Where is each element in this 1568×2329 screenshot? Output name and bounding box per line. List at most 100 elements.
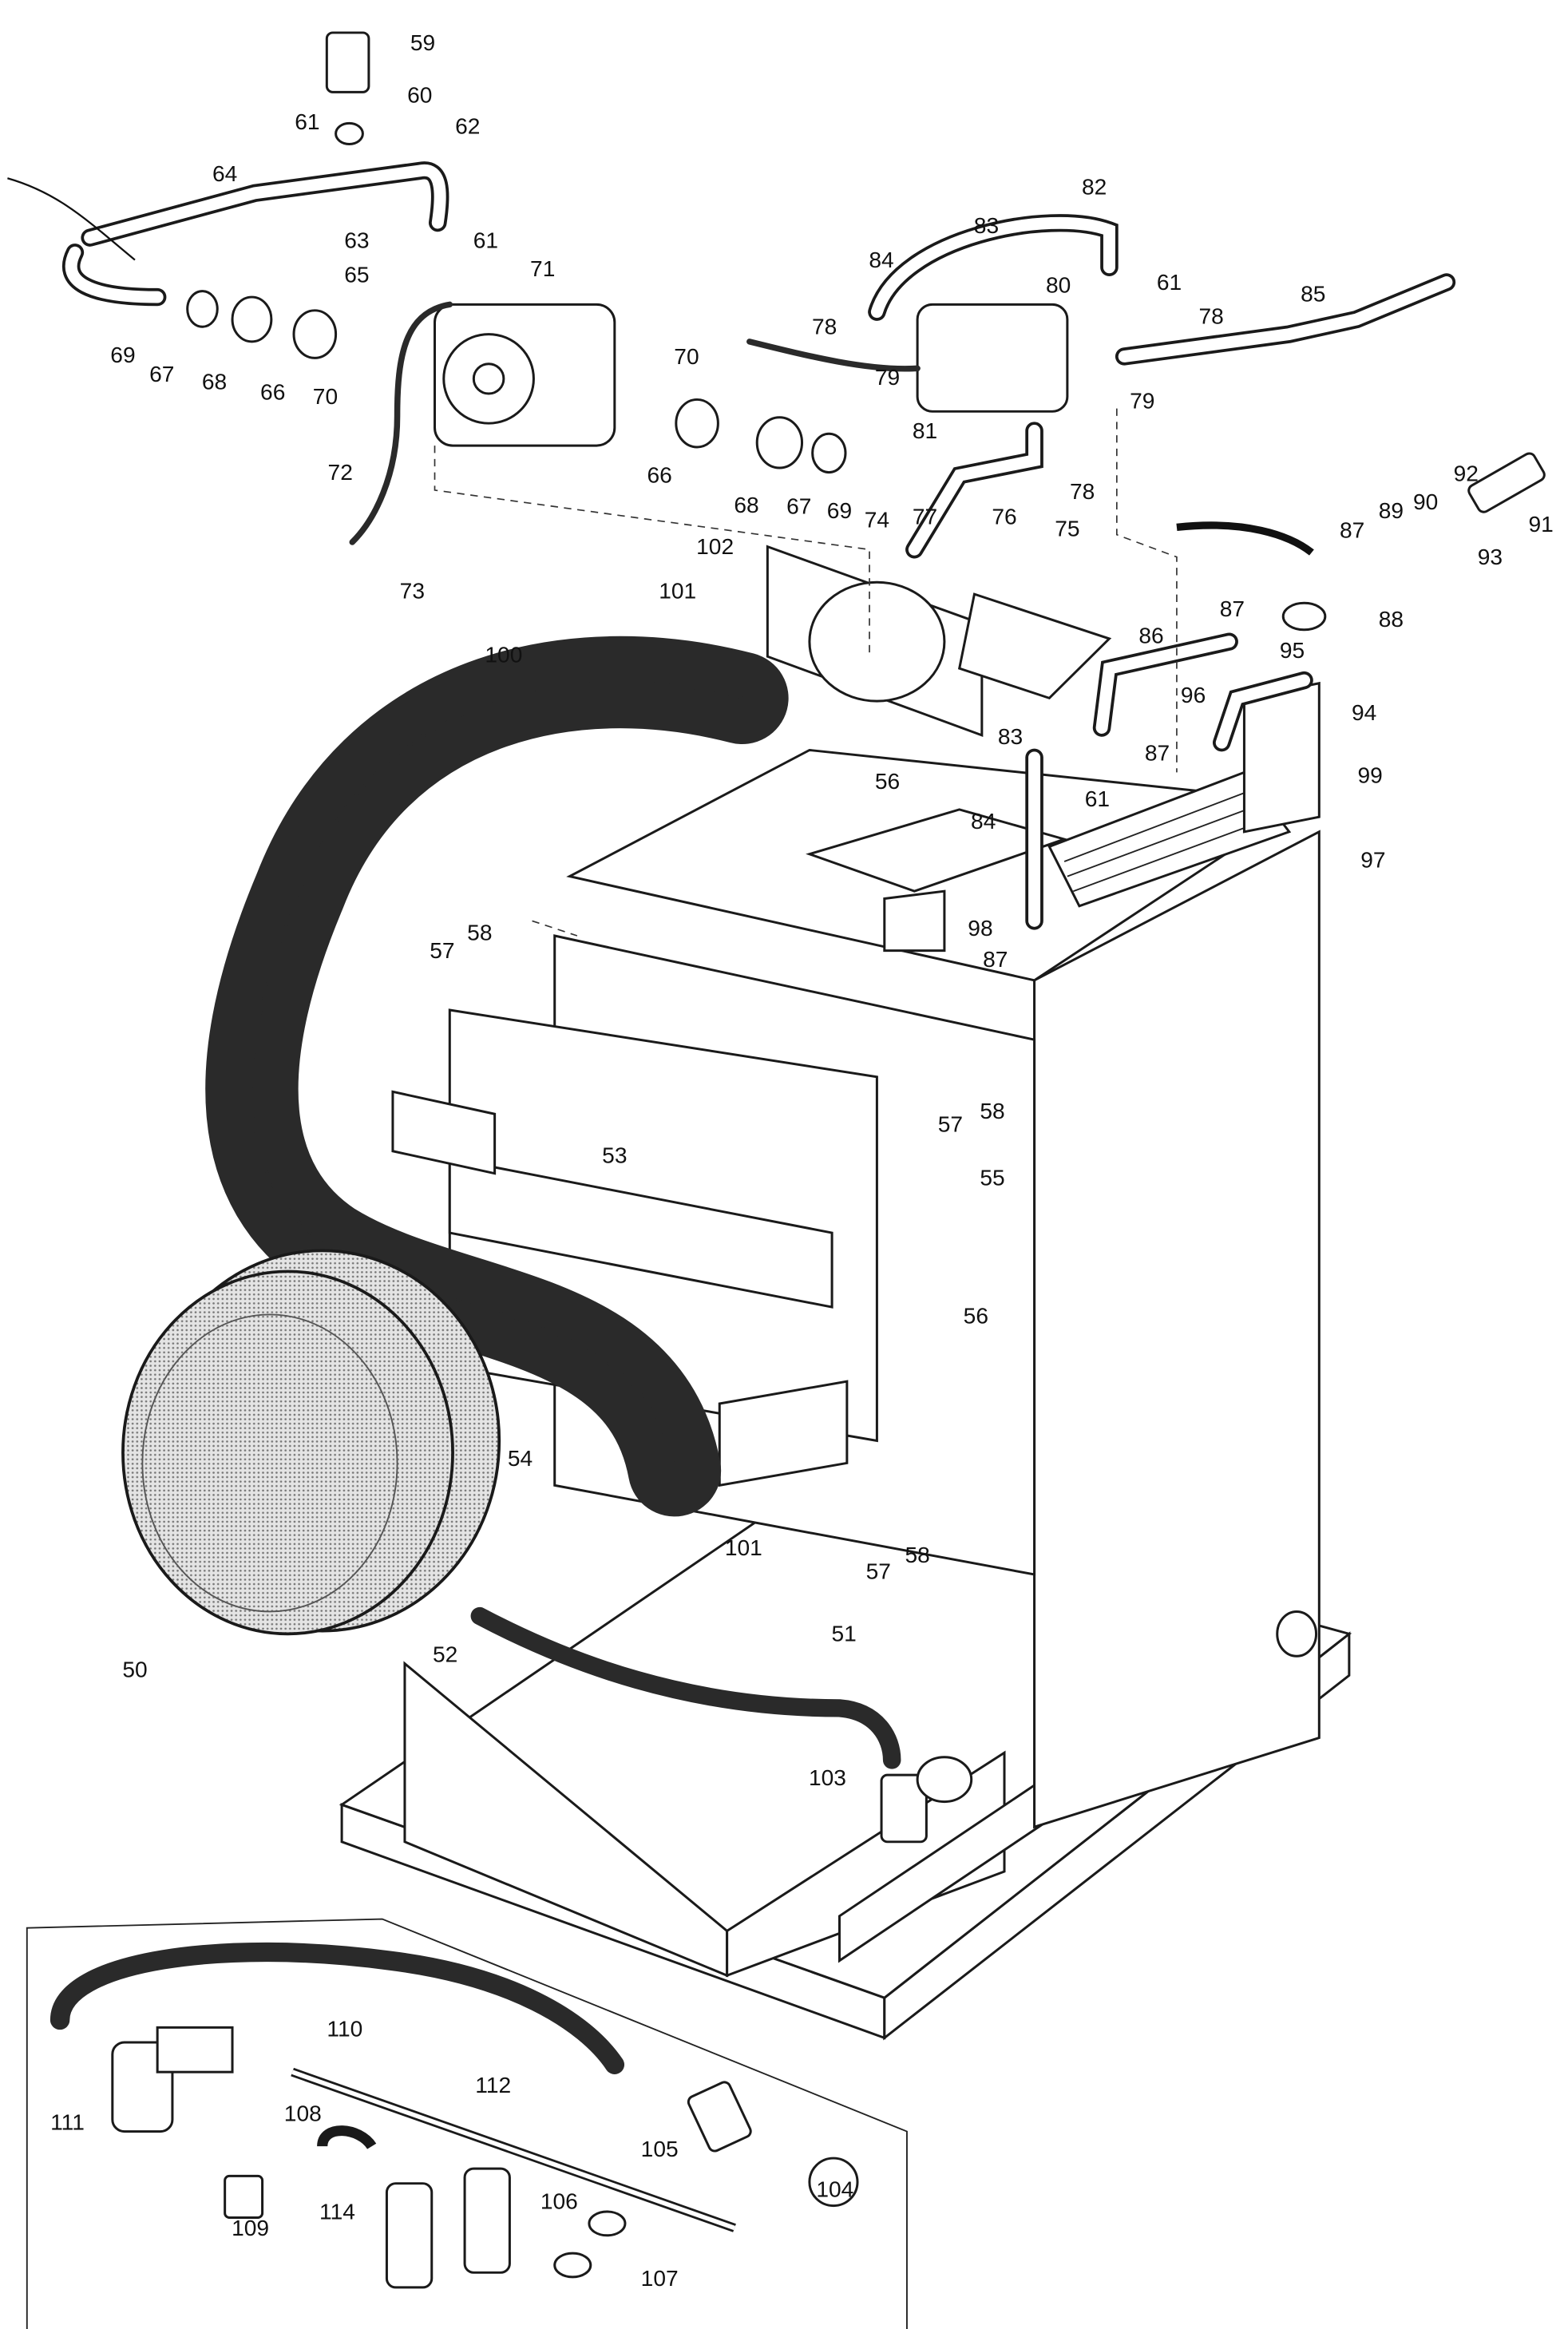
callout-label: 101	[725, 1535, 762, 1560]
callout-label: 57	[938, 1112, 963, 1137]
callout-label: 66	[647, 463, 671, 488]
callout-label: 102	[696, 534, 734, 559]
fittings	[186, 31, 1546, 1844]
callout-label: 77	[913, 505, 937, 529]
callout-label: 61	[295, 109, 319, 134]
callout-label: 57	[430, 938, 454, 963]
assembly-guide-lines	[434, 408, 1178, 937]
callout-label: 56	[964, 1304, 988, 1329]
diverter-valve	[746, 303, 1069, 413]
pipework-inner	[65, 164, 1453, 927]
callout-label: 94	[1352, 700, 1376, 725]
callout-label: 112	[475, 2073, 511, 2097]
callout-label: 72	[328, 460, 353, 485]
callout-label: 67	[786, 494, 811, 519]
callout-label: 106	[540, 2188, 578, 2213]
sensor-cable	[1176, 521, 1314, 556]
callout-label: 80	[1046, 273, 1071, 298]
callout-label: 84	[971, 809, 996, 834]
callout-label: 81	[913, 418, 937, 443]
callout-label: 83	[974, 213, 999, 238]
callout-label: 78	[1198, 304, 1223, 329]
callout-label: 99	[1357, 763, 1382, 788]
callout-label: 114	[319, 2199, 355, 2224]
callout-label: 76	[992, 505, 1016, 529]
callout-label: 104	[816, 2177, 853, 2202]
callout-label: 64	[212, 161, 237, 186]
callout-label: 92	[1454, 461, 1479, 486]
callout-label: 56	[875, 769, 900, 794]
callout-label: 65	[344, 263, 369, 287]
callout-label: 87	[1340, 518, 1364, 543]
callout-label: 87	[1145, 741, 1170, 766]
callout-label: 78	[1070, 479, 1095, 504]
top-tray	[566, 748, 1308, 982]
callout-label: 50	[122, 1657, 147, 1681]
callout-label: 82	[1082, 175, 1107, 200]
callout-label: 110	[327, 2017, 362, 2042]
callout-label: 63	[344, 228, 369, 253]
callout-label: 59	[410, 30, 435, 55]
callout-label: 97	[1360, 848, 1385, 873]
callout-label: 60	[407, 82, 432, 107]
callout-label: 61	[473, 228, 498, 253]
expansion-vessel	[121, 1249, 501, 1636]
callout-label: 108	[284, 2101, 322, 2126]
hose-ribs	[250, 680, 744, 1472]
callout-label: 100	[485, 643, 522, 667]
callout-label: 69	[827, 498, 852, 523]
callout-label: 98	[968, 916, 992, 941]
callout-label: 78	[812, 315, 837, 339]
flue-plate	[766, 545, 1112, 738]
callout-label: 90	[1413, 489, 1438, 514]
callout-label: 79	[875, 365, 900, 390]
callout-label: 103	[809, 1765, 846, 1790]
callout-label: 95	[1280, 638, 1305, 663]
callout-label: 107	[641, 2266, 679, 2291]
callout-label: 69	[110, 343, 135, 367]
callout-label: 85	[1301, 282, 1325, 307]
callout-label: 55	[980, 1166, 1004, 1190]
callout-label: 105	[641, 2137, 679, 2161]
callout-label: 91	[1529, 512, 1554, 537]
callout-label: 61	[1157, 270, 1182, 295]
callout-label: 83	[998, 724, 1023, 749]
callout-label: 71	[530, 256, 555, 281]
callout-label: 57	[866, 1559, 891, 1584]
callout-label: 79	[1130, 389, 1154, 414]
callout-label: 88	[1379, 607, 1404, 632]
callout-label: 67	[149, 362, 174, 386]
callout-label: 101	[659, 579, 696, 604]
callout-label: 87	[1220, 596, 1245, 621]
sensor-wire	[7, 177, 136, 261]
callout-label: 93	[1478, 545, 1503, 569]
callout-label: 54	[508, 1446, 533, 1471]
callout-label: 51	[831, 1622, 856, 1646]
callout-label: 58	[467, 921, 492, 945]
braided-hose	[470, 1606, 901, 1769]
callout-label: 68	[734, 493, 758, 517]
callout-label: 58	[905, 1543, 929, 1567]
callout-label: 87	[983, 947, 1008, 972]
callout-label: 96	[1181, 683, 1206, 707]
callout-label: 53	[602, 1143, 627, 1168]
callout-label: 74	[865, 508, 889, 533]
callout-label: 70	[313, 384, 338, 409]
callout-label: 111	[50, 2110, 85, 2135]
callout-label: 58	[980, 1099, 1004, 1123]
callout-label: 109	[232, 2216, 269, 2240]
callout-label: 62	[455, 114, 480, 139]
callout-label: 52	[433, 1642, 457, 1667]
callout-label: 61	[1085, 786, 1110, 811]
callout-label: 68	[202, 370, 227, 394]
callout-labels: 59 60 61 62 64 63 65 61 69 67 68 66 70 71 70 66 68 67 69 72…	[50, 30, 1554, 2291]
callout-label: 84	[869, 248, 893, 272]
callout-label: 89	[1379, 498, 1404, 523]
callout-label: 86	[1138, 624, 1163, 648]
plate-heat-exchanger	[1047, 681, 1321, 908]
circulating-pump	[349, 301, 616, 545]
callout-label: 70	[674, 344, 699, 369]
callout-label: 73	[400, 579, 425, 604]
callout-label: 66	[260, 380, 285, 405]
